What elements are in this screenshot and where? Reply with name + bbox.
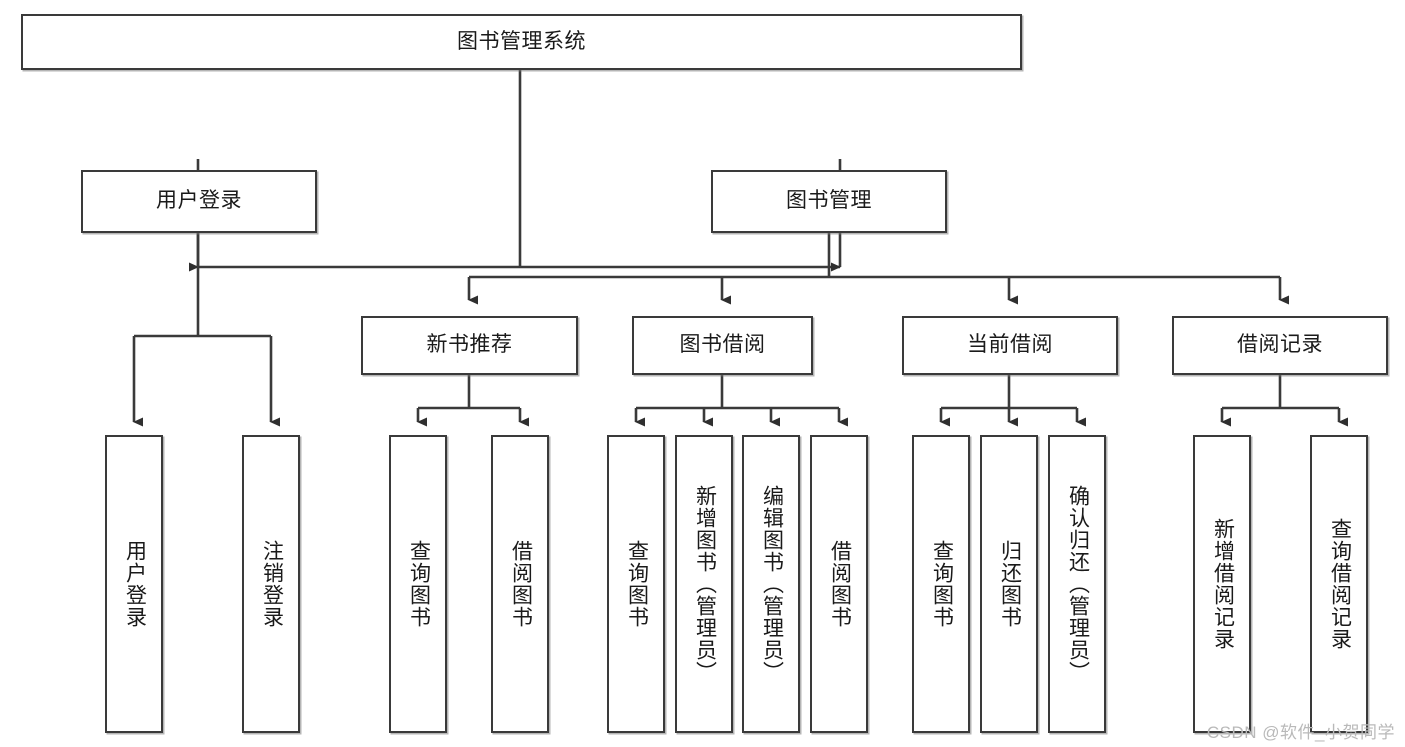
node-leaf-confirm-return[interactable]: 确认归还（管理员） — [1048, 435, 1106, 733]
node-user-login[interactable]: 用户登录 — [81, 170, 317, 233]
node-book-manage[interactable]: 图书管理 — [711, 170, 947, 233]
node-leaf-query-book-1[interactable]: 查询图书 — [389, 435, 447, 733]
node-root-label: 图书管理系统 — [457, 29, 586, 53]
node-leaf-edit-book[interactable]: 编辑图书（管理员） — [742, 435, 800, 733]
node-leaf-logout-login[interactable]: 注销登录 — [242, 435, 300, 733]
node-borrow-record[interactable]: 借阅记录 — [1172, 316, 1388, 375]
node-leaf-borrow-book-2[interactable]: 借阅图书 — [810, 435, 868, 733]
node-leaf-query-book-1-label: 查询图书 — [407, 540, 431, 628]
node-current-borrow[interactable]: 当前借阅 — [902, 316, 1118, 375]
node-borrow-record-label: 借阅记录 — [1237, 333, 1323, 357]
node-leaf-return-book[interactable]: 归还图书 — [980, 435, 1038, 733]
node-leaf-logout-login-label: 注销登录 — [260, 540, 284, 628]
node-leaf-query-record-label: 查询借阅记录 — [1328, 518, 1352, 650]
node-leaf-confirm-return-label: 确认归还（管理员） — [1066, 485, 1090, 683]
node-book-borrow[interactable]: 图书借阅 — [632, 316, 813, 375]
node-leaf-borrow-book-2-label: 借阅图书 — [828, 540, 852, 628]
node-leaf-query-book-2[interactable]: 查询图书 — [607, 435, 665, 733]
node-leaf-edit-book-label: 编辑图书（管理员） — [760, 485, 784, 683]
node-leaf-query-record[interactable]: 查询借阅记录 — [1310, 435, 1368, 733]
node-book-manage-label: 图书管理 — [786, 189, 872, 213]
node-book-borrow-label: 图书借阅 — [679, 333, 766, 357]
node-new-book-recommend-label: 新书推荐 — [426, 333, 513, 357]
node-leaf-user-login-label: 用户登录 — [123, 540, 147, 628]
node-leaf-add-book[interactable]: 新增图书（管理员） — [675, 435, 733, 733]
node-current-borrow-label: 当前借阅 — [967, 333, 1053, 357]
node-leaf-query-book-2-label: 查询图书 — [625, 540, 649, 628]
node-new-book-recommend[interactable]: 新书推荐 — [361, 316, 578, 375]
node-leaf-return-book-label: 归还图书 — [998, 540, 1022, 628]
node-user-login-label: 用户登录 — [156, 189, 242, 213]
node-leaf-borrow-book-1-label: 借阅图书 — [509, 540, 533, 628]
node-leaf-user-login[interactable]: 用户登录 — [105, 435, 163, 733]
node-leaf-add-record-label: 新增借阅记录 — [1211, 518, 1235, 650]
node-leaf-add-book-label: 新增图书（管理员） — [693, 485, 717, 683]
node-leaf-add-record[interactable]: 新增借阅记录 — [1193, 435, 1251, 733]
node-leaf-query-book-3-label: 查询图书 — [930, 540, 954, 628]
node-leaf-borrow-book-1[interactable]: 借阅图书 — [491, 435, 549, 733]
node-root[interactable]: 图书管理系统 — [21, 14, 1022, 70]
node-leaf-query-book-3[interactable]: 查询图书 — [912, 435, 970, 733]
